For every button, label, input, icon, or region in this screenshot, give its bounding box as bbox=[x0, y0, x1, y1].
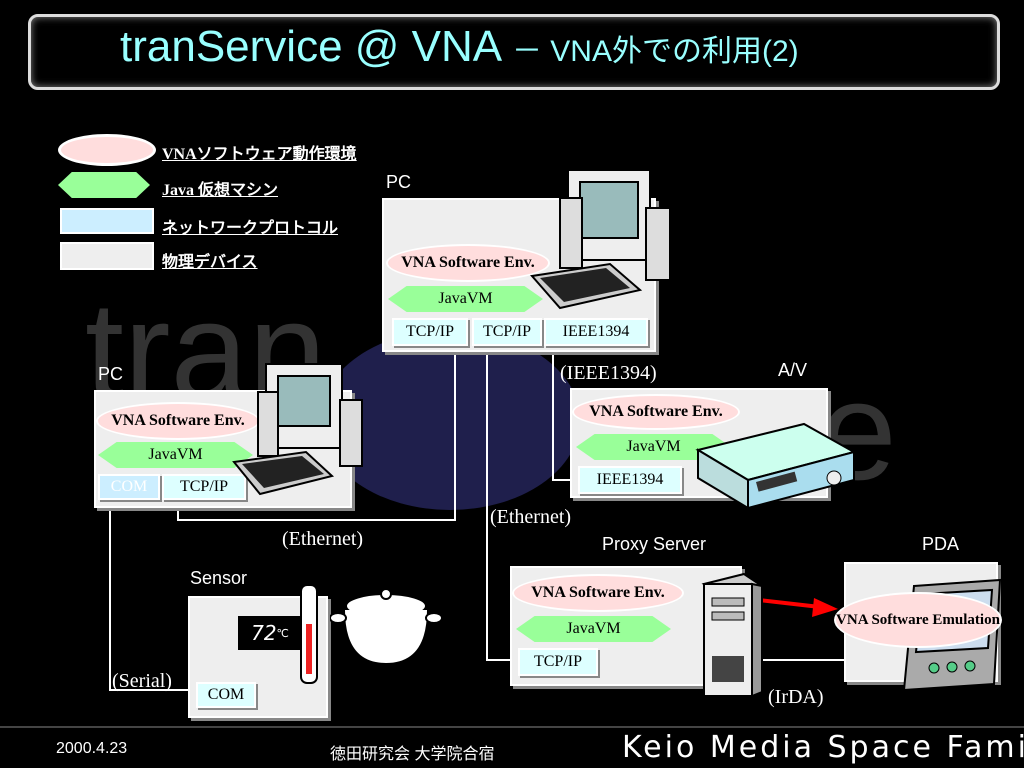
pc-left-label: PC bbox=[98, 364, 124, 384]
av-env: VNA Software Env. bbox=[572, 394, 740, 430]
link-label-serial: (Serial) bbox=[112, 670, 172, 692]
title-frame bbox=[28, 14, 1000, 90]
legend-label-device: 物理デバイス bbox=[162, 254, 258, 271]
pc-top-protocol: TCP/IP bbox=[472, 318, 542, 346]
footer-brand: Keio Media Space Family bbox=[622, 730, 1024, 765]
av-protocol: IEEE1394 bbox=[578, 466, 682, 494]
emulation-arrow-head bbox=[812, 598, 838, 617]
proxy-label: Proxy Server bbox=[602, 534, 707, 554]
computer-icon bbox=[530, 169, 671, 310]
footer-organization: 徳田研究会 大学院合宿 bbox=[330, 746, 495, 763]
pc-top-protocol: IEEE1394 bbox=[544, 318, 648, 346]
legend-swatch-env bbox=[58, 134, 156, 166]
sensor-display: 72℃ bbox=[238, 616, 302, 650]
server-tower-icon bbox=[701, 572, 765, 698]
cooking-pot-icon bbox=[330, 588, 442, 666]
proxy-env: VNA Software Env. bbox=[512, 574, 684, 612]
link-label-ieee1394: (IEEE1394) bbox=[560, 362, 657, 384]
legend-swatch-protocol bbox=[60, 208, 154, 234]
pc-left-protocol-com: COM bbox=[98, 474, 160, 500]
sensor-unit: ℃ bbox=[276, 626, 289, 640]
wire-serial bbox=[109, 500, 195, 691]
wire-ethernet-proxy bbox=[486, 340, 518, 661]
footer-divider bbox=[0, 726, 1024, 728]
link-label-ethernet-right: (Ethernet) bbox=[490, 506, 572, 528]
pc-left-jvm: JavaVM bbox=[98, 442, 253, 468]
legend-label-env: VNAソフトウェア動作環境 bbox=[162, 146, 357, 163]
link-label-ethernet-left: (Ethernet) bbox=[282, 528, 364, 550]
thermometer-icon bbox=[300, 584, 318, 684]
link-label-irda: (IrDA) bbox=[768, 686, 824, 708]
av-label: A/V bbox=[778, 360, 808, 380]
footer-date: 2000.4.23 bbox=[56, 740, 128, 757]
title-subtitle: － VNA外での利用(2) bbox=[511, 35, 799, 68]
sensor-label: Sensor bbox=[190, 568, 248, 588]
title-main-text: tranService @ VNA bbox=[120, 22, 500, 71]
pc-top-label: PC bbox=[386, 172, 412, 192]
wire-ethernet-left bbox=[177, 340, 456, 521]
pc-left-env: VNA Software Env. bbox=[96, 402, 260, 440]
legend-label-vm: Java 仮想マシン bbox=[162, 182, 279, 199]
watermark-logo-s bbox=[320, 330, 580, 510]
proxy-protocol: TCP/IP bbox=[518, 648, 598, 676]
slide-title: tranService @ VNA － VNA外での利用(2) bbox=[120, 22, 799, 72]
wire-ieee1394 bbox=[552, 340, 578, 481]
pc-top-protocol: TCP/IP bbox=[392, 318, 468, 346]
proxy-jvm: JavaVM bbox=[516, 616, 671, 642]
pda-label: PDA bbox=[922, 534, 960, 554]
pc-top-env: VNA Software Env. bbox=[386, 244, 550, 282]
legend-swatch-vm bbox=[58, 172, 150, 198]
sensor-protocol: COM bbox=[196, 682, 256, 708]
vcr-icon bbox=[695, 422, 857, 510]
pda-env: VNA Software Emulation bbox=[834, 592, 1002, 648]
pc-left-protocol-tcp: TCP/IP bbox=[162, 474, 246, 500]
pc-top-jvm: JavaVM bbox=[388, 286, 543, 312]
sensor-reading: 72 bbox=[251, 621, 277, 645]
legend-label-protocol: ネットワークプロトコル bbox=[162, 220, 339, 237]
legend-swatch-device bbox=[60, 242, 154, 270]
computer-icon bbox=[232, 363, 363, 496]
